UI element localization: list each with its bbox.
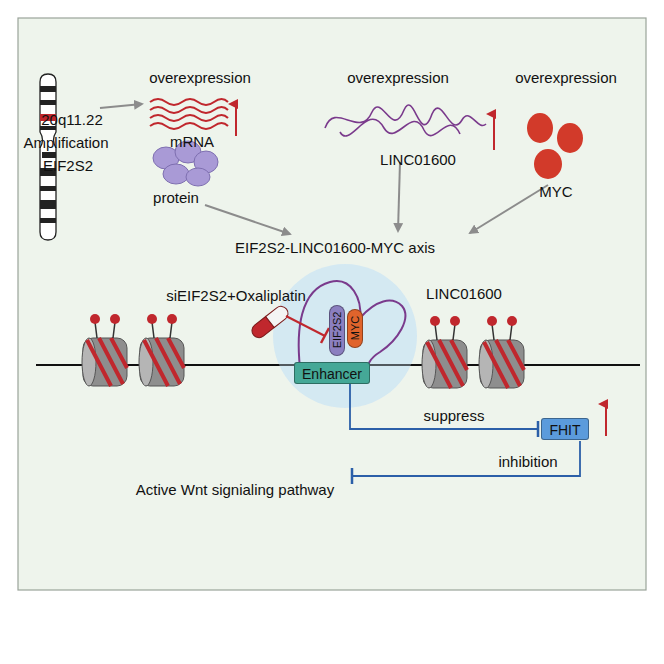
inhibit-bar (321, 328, 329, 343)
text-label: LINC01600 (426, 285, 502, 302)
nucleosome (139, 314, 184, 386)
mrna-strands (150, 99, 228, 129)
nucleosome (82, 314, 127, 386)
text-label: LINC01600 (380, 151, 456, 168)
chromosome (40, 74, 56, 240)
up-arrow (493, 114, 495, 150)
myc-ellipses (527, 113, 583, 179)
inhibit-line (286, 316, 325, 336)
text-label: inhibition (498, 453, 557, 470)
gray-arrow (470, 185, 548, 233)
text-label: overexpression (515, 69, 617, 86)
gene-box: FHIT (541, 418, 589, 440)
nucleosome (422, 316, 467, 388)
text-label: overexpression (347, 69, 449, 86)
protein-pill: MYC (347, 309, 363, 348)
lncrna-loop (299, 281, 406, 372)
drug-capsule (249, 304, 291, 341)
node-text: Enhancer (295, 366, 369, 382)
inhibition-bar (351, 468, 354, 484)
text-label: mRNA (170, 133, 214, 150)
node-text: MYC (349, 316, 361, 340)
complex-circle (273, 264, 417, 408)
node-text: EIF2S2 (331, 312, 343, 349)
enhancer-box: Enhancer (294, 362, 370, 384)
panel (18, 18, 646, 590)
nucleosome (479, 316, 524, 388)
text-label: overexpression (149, 69, 251, 86)
text-label: 20q11.22 (41, 111, 102, 128)
up-arrow (605, 404, 607, 436)
up-arrow (235, 104, 237, 136)
suppress-connector (350, 384, 538, 437)
protein-pill: EIF2S2 (329, 305, 345, 356)
text-label: Amplification (23, 134, 108, 151)
text-label: protein (153, 189, 199, 206)
inhibition-line (352, 441, 580, 476)
node-text: FHIT (542, 422, 588, 438)
edge-label: suppress (424, 407, 485, 424)
gray-arrow (100, 104, 142, 108)
text-label: MYC (539, 183, 572, 200)
text-label: EIF2S2 (43, 157, 93, 174)
text-label: Active Wnt signialing pathway (136, 481, 334, 498)
text-label: siEIF2S2+Oxaliplatin (166, 287, 306, 304)
gray-arrow (205, 205, 290, 234)
text-label: EIF2S2-LINC01600-MYC axis (235, 239, 435, 256)
lncrna-tangle (325, 105, 486, 136)
gray-arrow (398, 162, 400, 231)
